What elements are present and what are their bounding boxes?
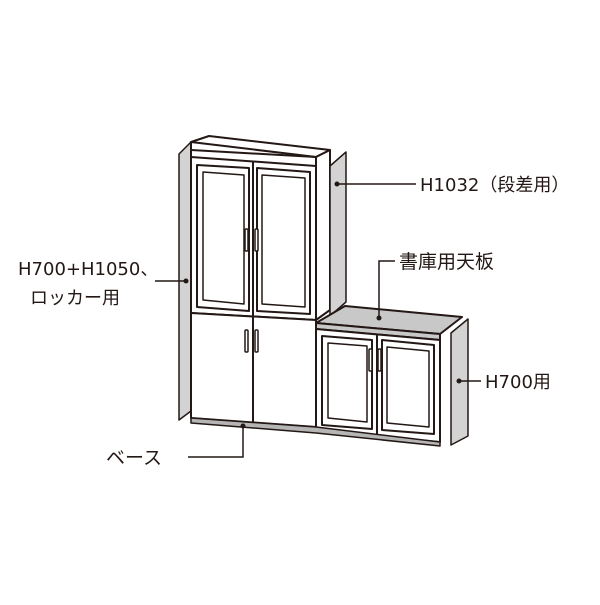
leader-dot-tall	[183, 278, 189, 284]
leader-dot-short	[456, 378, 462, 384]
lower-right-handle	[254, 329, 259, 353]
low-left-glass	[327, 342, 368, 423]
label-tall-panel-line1: H700+H1050、	[18, 259, 158, 280]
label-step-panel: H1032（段差用）	[420, 175, 569, 196]
tall-top-front-line	[190, 149, 317, 158]
upper-right-glass	[261, 174, 306, 308]
upper-left-glass	[202, 171, 245, 305]
low-left-handle	[368, 348, 373, 372]
leader-dot-top	[376, 315, 382, 321]
label-top-board: 書庫用天板	[399, 251, 494, 273]
upper-left-handle	[244, 228, 249, 252]
tall-cabinet-side	[315, 149, 331, 321]
upper-right-handle	[254, 228, 259, 252]
lower-left-handle	[244, 329, 249, 353]
low-right-glass	[386, 346, 430, 428]
label-base: ベース	[106, 447, 162, 469]
label-short-panel: H700用	[485, 372, 551, 393]
low-right-handle	[377, 348, 382, 372]
leader-dot-step	[334, 181, 340, 187]
leader-dot-base	[240, 423, 246, 429]
step-side-panel	[329, 151, 347, 317]
leader-top-board	[378, 260, 395, 318]
leader-base	[188, 426, 244, 458]
base-strip	[190, 417, 441, 447]
label-tall-panel-line2: ロッカー用	[30, 288, 120, 309]
